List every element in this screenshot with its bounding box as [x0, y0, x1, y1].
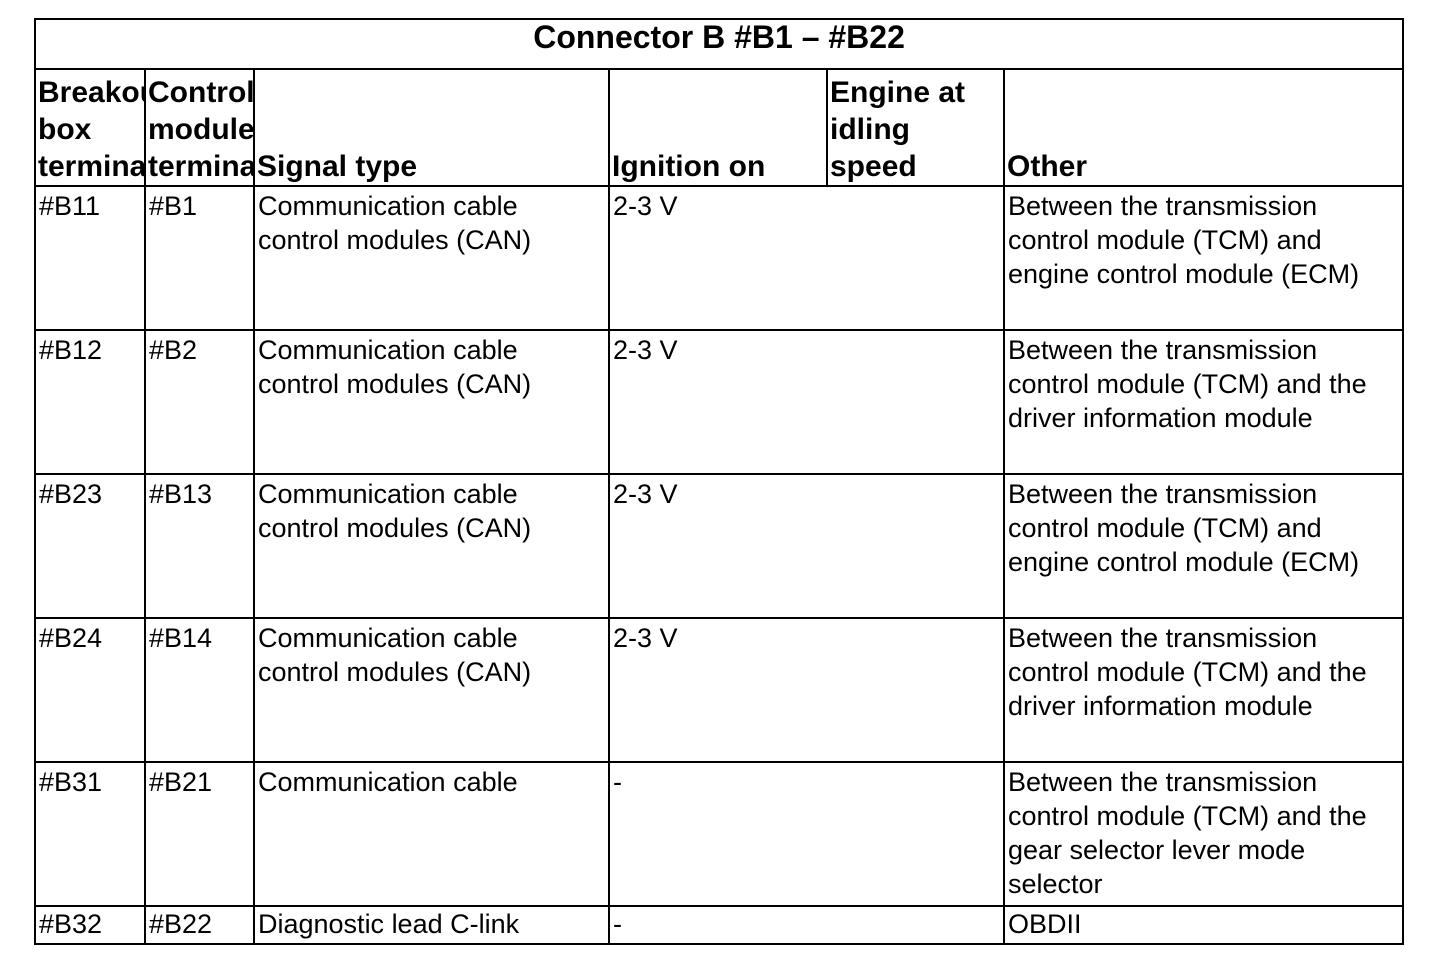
table-row: #B32 #B22 Diagnostic lead C-link - OBDII [34, 905, 1405, 945]
other-cell: Between the transmission control module … [1002, 329, 1405, 475]
header-breakout-box-terminal: Breakout box terminal [34, 68, 146, 187]
signal-type-cell: Communication cable control modules (CAN… [253, 473, 610, 619]
table-row: #B24 #B14 Communication cable control mo… [34, 617, 1405, 763]
header-control-module-terminal: Control module terminal [144, 68, 255, 187]
value-cell: 2-3 V [608, 473, 1005, 619]
breakout-terminal-cell: #B31 [34, 761, 146, 907]
control-terminal-cell: #B13 [144, 473, 255, 619]
other-cell: Between the transmission control module … [1002, 617, 1405, 763]
breakout-terminal-cell: #B24 [34, 617, 146, 763]
value-cell: 2-3 V [608, 329, 1005, 475]
signal-type-cell: Diagnostic lead C-link [253, 905, 610, 945]
header-ignition-on: Ignition on [608, 68, 828, 187]
control-terminal-cell: #B1 [144, 185, 255, 331]
header-row: Breakout box terminal Control module ter… [34, 68, 1405, 187]
other-cell: Between the transmission control module … [1002, 185, 1405, 331]
control-terminal-cell: #B22 [144, 905, 255, 945]
table-row: #B23 #B13 Communication cable control mo… [34, 473, 1405, 619]
control-terminal-cell: #B21 [144, 761, 255, 907]
control-terminal-cell: #B2 [144, 329, 255, 475]
signal-type-cell: Communication cable control modules (CAN… [253, 329, 610, 475]
breakout-terminal-cell: #B11 [34, 185, 146, 331]
table-title: Connector B #B1 – #B22 [33, 18, 1405, 70]
table-row: #B12 #B2 Communication cable control mod… [34, 329, 1405, 475]
other-cell: Between the transmission control module … [1002, 473, 1405, 619]
breakout-terminal-cell: #B32 [34, 905, 146, 945]
breakout-terminal-cell: #B12 [34, 329, 146, 475]
value-cell: - [608, 905, 1005, 945]
breakout-terminal-cell: #B23 [34, 473, 146, 619]
value-cell: 2-3 V [608, 617, 1005, 763]
value-cell: - [608, 761, 1005, 907]
value-cell: 2-3 V [608, 185, 1005, 331]
header-signal-type: Signal type [253, 68, 610, 187]
control-terminal-cell: #B14 [144, 617, 255, 763]
header-engine-idling: Engine at idling speed [826, 68, 1005, 187]
connector-table: Connector B #B1 – #B22 Breakout box term… [33, 18, 1405, 945]
signal-type-cell: Communication cable control modules (CAN… [253, 185, 610, 331]
other-cell: OBDII [1002, 905, 1405, 945]
table-row: #B31 #B21 Communication cable - Between … [34, 761, 1405, 907]
signal-type-cell: Communication cable [253, 761, 610, 907]
signal-type-cell: Communication cable control modules (CAN… [253, 617, 610, 763]
table-row: #B11 #B1 Communication cable control mod… [34, 185, 1405, 331]
other-cell: Between the transmission control module … [1002, 761, 1405, 907]
header-other: Other [1002, 68, 1405, 187]
